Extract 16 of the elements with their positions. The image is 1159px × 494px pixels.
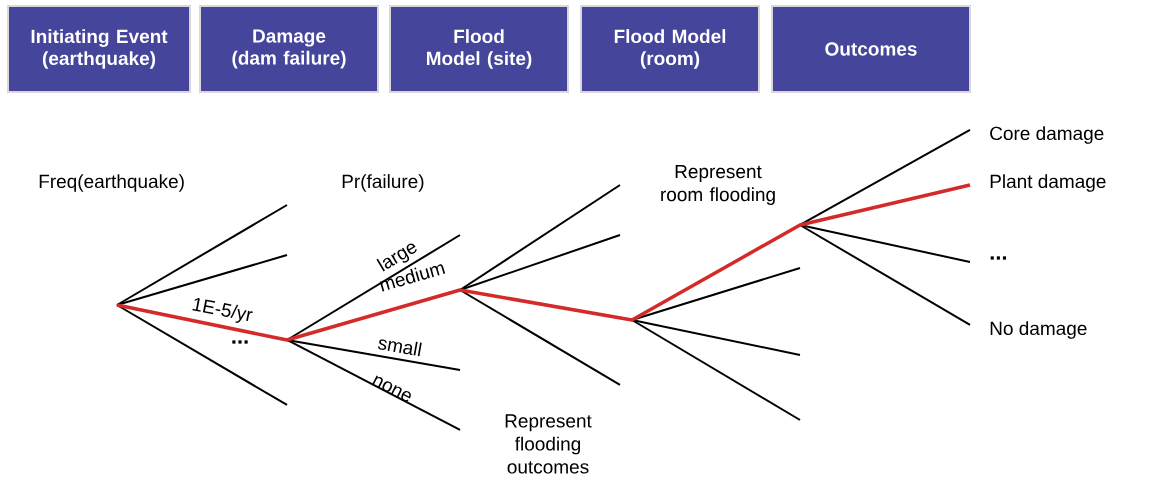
annotation-text: Represent flooding outcomes [505, 414, 592, 474]
branch-label: small [377, 339, 422, 357]
ellipsis: ... [232, 340, 248, 344]
header-box: Initiating Event (earthquake) [7, 5, 191, 93]
ellipsis: ... [990, 256, 1007, 260]
header-box: Flood Model (site) [389, 5, 569, 93]
header-box: Flood Model (room) [580, 5, 760, 93]
outcome-label: Plant damage [990, 174, 1106, 192]
stage-label: Freq(earthquake) [39, 174, 184, 192]
header-box: Damage (dam failure) [199, 5, 379, 93]
outcome-label: Core damage [990, 126, 1104, 144]
stage-label: Pr(failure) [342, 174, 424, 192]
outcome-label: No damage [990, 321, 1087, 339]
branch-label: 1E-5/yr [192, 298, 253, 323]
header-box: Outcomes [771, 5, 971, 93]
annotation-text: Represent room flooding [661, 165, 775, 205]
